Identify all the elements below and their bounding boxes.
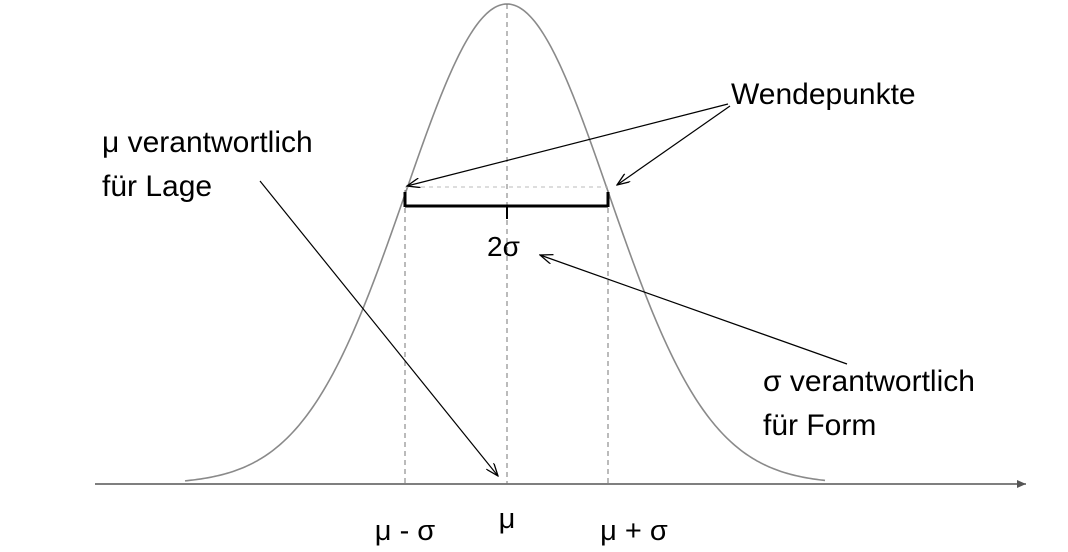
sigma-role-label-line2: für Form <box>763 409 876 442</box>
bell-curve <box>184 3 826 482</box>
tick-label-mu-plus-sigma: μ + σ <box>600 515 668 547</box>
inflection-points-label: Wendepunkte <box>731 78 916 111</box>
inflection-arrow-right <box>617 105 731 185</box>
mu-role-label-line2: für Lage <box>102 170 212 203</box>
sigma-role-label-line1: σ verantwortlich <box>763 365 975 398</box>
sigma-role-arrow <box>540 255 848 365</box>
tick-label-mu: μ <box>499 503 516 535</box>
inflection-arrow-left <box>407 103 729 186</box>
mu-role-arrow <box>259 180 498 476</box>
two-sigma-bracket <box>403 192 610 219</box>
two-sigma-label: 2σ <box>487 231 520 262</box>
mu-role-label-line1: μ verantwortlich <box>102 126 313 159</box>
tick-label-mu-minus-sigma: μ - σ <box>375 515 435 547</box>
